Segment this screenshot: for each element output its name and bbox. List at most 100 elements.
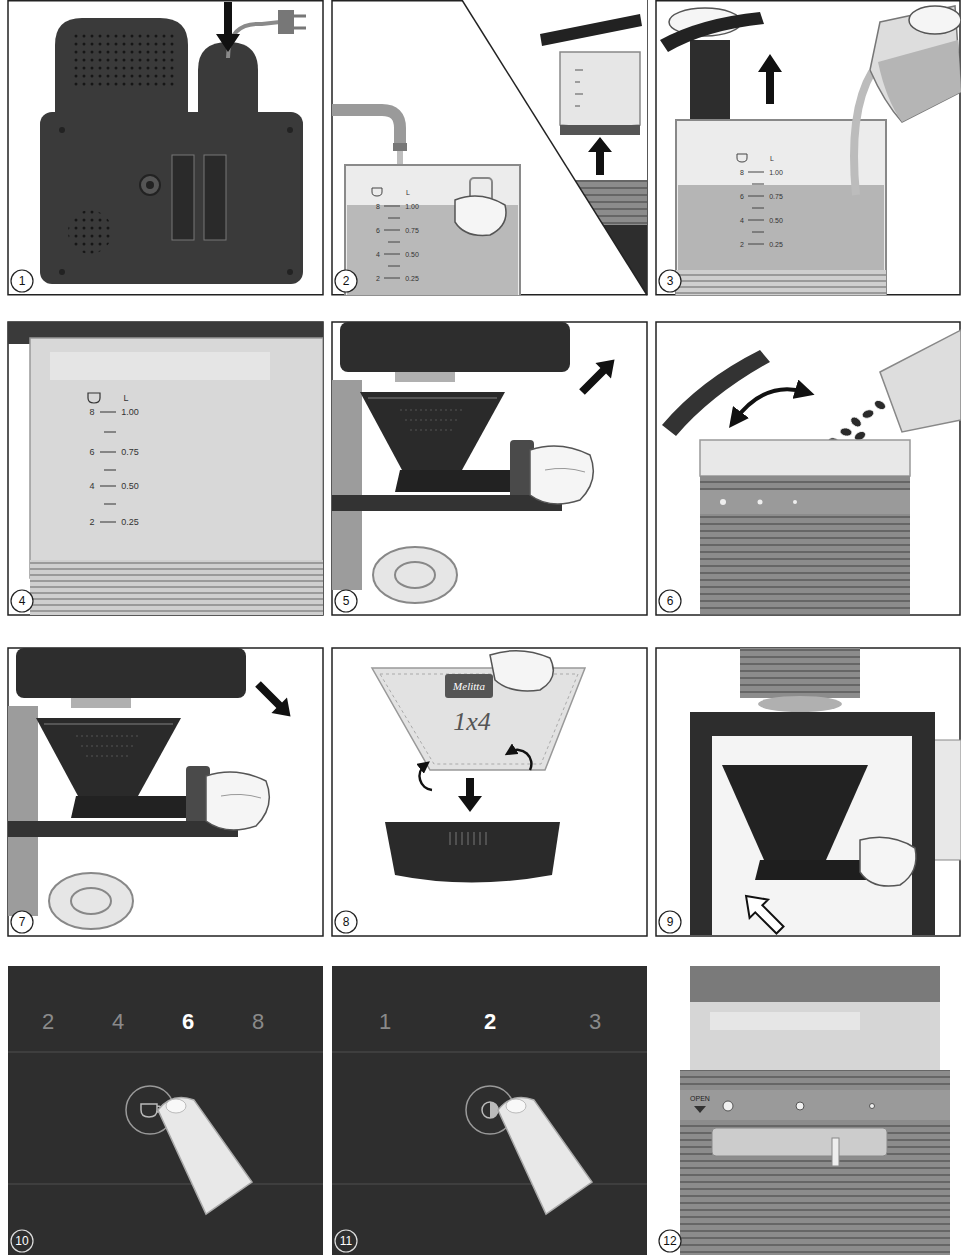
callout-number: 12 [663,1235,676,1247]
tank-removal [462,0,647,295]
bean-filling [735,389,805,420]
machine-back-view [172,155,194,240]
scale-cups: 4 [89,482,94,491]
filter-paper-insert [372,668,585,770]
panel-frame [8,1,323,295]
strength-control-panel [332,966,647,1255]
tank-filling [372,188,382,196]
cup-count: 6 [182,1011,194,1033]
tank-pouring [690,40,730,125]
tank-pouring [748,172,764,244]
strength-level: 2 [484,1011,496,1033]
filter-holder-close [250,676,298,724]
filter-holder-open [574,352,622,400]
panel-frame [656,648,960,936]
strength-control-panel [482,1102,498,1118]
filter-paper-insert [380,674,578,764]
machine-back-view [287,269,293,275]
scale-liters: 0.50 [769,217,783,224]
callout-circle [11,270,33,292]
filter-holder-open [332,322,622,603]
tank-filling [384,206,400,278]
grinder-dial [796,1102,804,1110]
machine-back-view [287,127,293,133]
scale-cups: 4 [740,217,744,224]
grinder-dial [680,1070,950,1255]
scale-cups: 2 [376,275,380,282]
scale-liters: 0.75 [121,448,139,457]
filter-holder-insert [737,887,789,936]
scale-liters: 1.00 [405,203,419,210]
filter-holder-insert [722,765,868,860]
filter-holder-insert [860,837,916,886]
tank-pouring [660,12,764,52]
machine-back-view [278,10,294,34]
tank-pouring [660,6,961,295]
tank-pouring [870,6,961,122]
callout-circle [335,1230,357,1252]
panel-frame [332,648,647,936]
scale-liters: 0.25 [769,241,783,248]
callout-circle [11,590,33,612]
machine-back-view [59,127,65,133]
filter-paper-insert [385,822,560,883]
scale-cups: 8 [89,408,94,417]
callout-number: 8 [343,916,350,928]
scale-cups: 6 [376,227,380,234]
machine-back-view [68,210,112,254]
tank-pouring [909,6,961,34]
scale-liters: 0.50 [121,482,139,491]
machine-back-view [146,181,154,189]
bean-filling [758,500,763,505]
cups-control-panel [8,966,323,1255]
scale-cups: 2 [740,241,744,248]
cup-count: 4 [112,1011,124,1033]
bean-filling [662,330,961,615]
machine-back-view [70,34,174,90]
callout-number: 2 [343,275,350,287]
grinder-dial [690,966,940,1002]
grinder-dial [656,966,961,1255]
scale-unit: L [770,155,774,162]
strength-level: 3 [589,1011,601,1033]
callout-number: 1 [19,275,26,287]
tank-pouring [676,270,886,295]
callout-circle [11,270,681,1252]
strength-control-panel [498,1098,592,1214]
tank-filling [455,196,506,235]
callout-circle [11,911,33,933]
bean-filling [793,500,797,504]
panel-frame [332,322,647,615]
scale-cups: 6 [89,448,94,457]
tank-filling [332,110,400,145]
brand-logo: Melitta [453,681,485,692]
bean-filling [700,476,910,615]
filter-holder-open [332,322,593,603]
filter-holder-close [8,648,298,929]
machine-back-view [40,2,306,284]
callout-number: 10 [15,1235,28,1247]
callout-circle [335,911,357,933]
callout-circle [335,590,357,612]
tank-scale [88,393,100,403]
callout-circle [659,270,681,292]
cup-count: 2 [42,1011,54,1033]
cups-control-panel [8,966,323,1255]
dial-label: OPEN [690,1095,710,1102]
grinder-dial [690,1002,940,1070]
filter-holder-close [8,648,269,929]
tank-removal [588,137,612,175]
panel-frame [8,1,960,936]
tank-pouring [878,40,961,122]
callout-circle [659,590,681,612]
filter-holder-insert [758,696,842,712]
filter-holder-insert [740,648,860,698]
tank-removal [520,180,647,295]
machine-back-view [40,112,303,284]
tank-pouring [758,54,782,104]
callout-circle [659,1230,681,1252]
tank-removal [560,180,647,225]
callout-number: 7 [19,916,26,928]
callout-number: 5 [343,595,350,607]
strength-control-panel [332,966,647,1255]
